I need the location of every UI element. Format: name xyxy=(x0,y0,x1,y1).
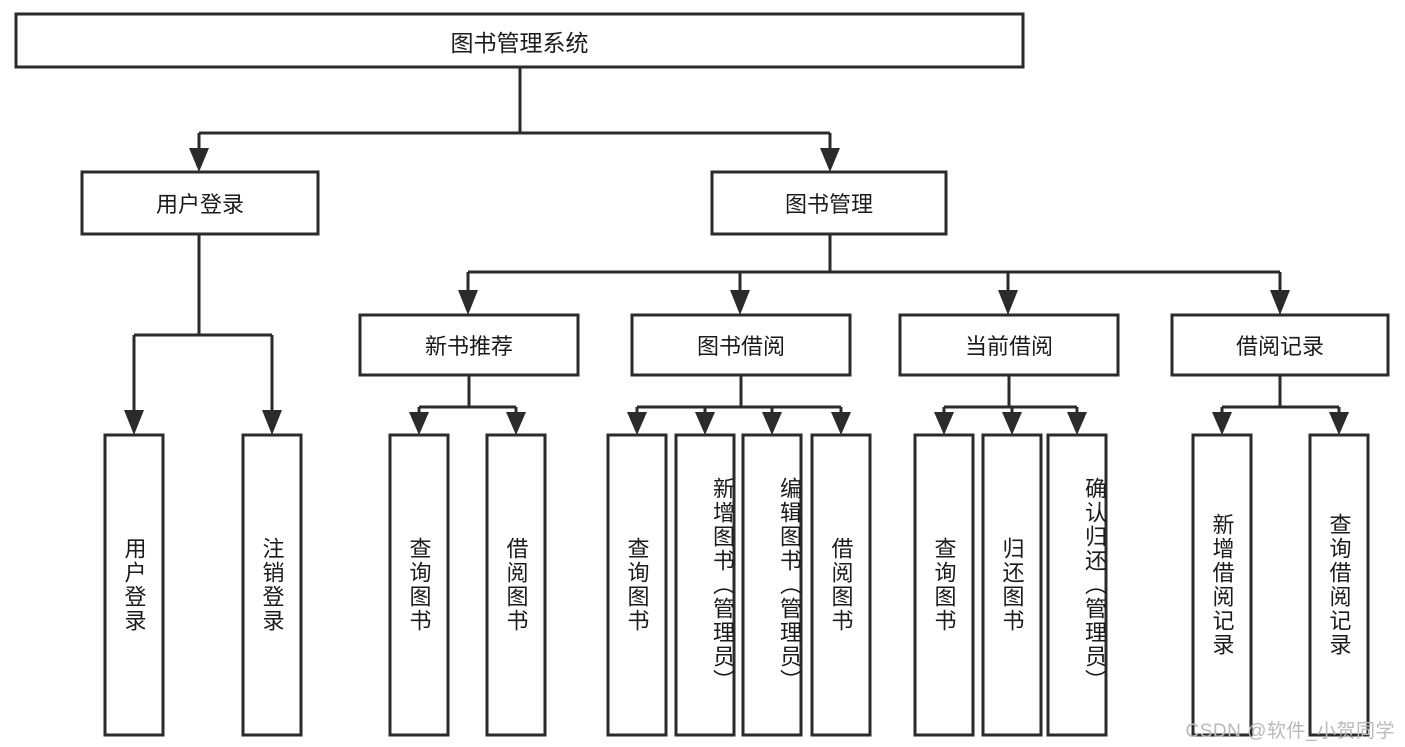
arrowhead-user-login xyxy=(189,148,209,172)
node-current-borrow[interactable] xyxy=(898,313,1120,377)
node-label-current-borrow: 当前借阅 xyxy=(964,334,1053,359)
arrowhead-new-book-recommend xyxy=(458,290,478,315)
arrowhead-borrow-record xyxy=(1270,290,1290,315)
leaf-box-user-login[interactable] xyxy=(103,433,165,737)
leaf-box-bb-query-book[interactable] xyxy=(606,433,668,737)
node-borrow-record[interactable] xyxy=(1170,313,1390,377)
arrowhead-nb-leaf-1 xyxy=(409,412,429,435)
leaf-box-cb-return-book[interactable] xyxy=(981,433,1043,737)
leaf-box-bb-add-book[interactable] xyxy=(674,433,736,737)
leaf-box-nb-query-book[interactable] xyxy=(388,433,450,737)
node-label-borrow-record: 借阅记录 xyxy=(1235,334,1324,359)
leaf-box-cb-query-book[interactable] xyxy=(913,433,975,737)
arrowhead-cb-leaf-1 xyxy=(934,412,954,435)
arrowhead-book-borrow xyxy=(730,290,750,315)
leaf-box-br-add-record[interactable] xyxy=(1191,433,1253,737)
node-label-new-book-recommend: 新书推荐 xyxy=(424,334,513,359)
arrowhead-cb-leaf-2 xyxy=(1002,412,1022,435)
arrowhead-br-leaf-2 xyxy=(1329,412,1349,435)
leaf-box-nb-borrow-book[interactable] xyxy=(485,433,547,737)
node-label-book-borrow: 图书借阅 xyxy=(696,334,785,359)
node-book-management[interactable] xyxy=(710,170,948,236)
leaf-box-logout[interactable] xyxy=(241,433,303,737)
arrowhead-bb-leaf-1 xyxy=(627,412,647,435)
arrowhead-nb-leaf-2 xyxy=(506,412,526,435)
node-new-book-recommend[interactable] xyxy=(358,313,580,377)
node-book-management-system[interactable] xyxy=(14,12,1025,69)
node-label-book-management-system: 图书管理系统 xyxy=(450,29,589,56)
leaf-box-bb-borrow-book[interactable] xyxy=(810,433,872,737)
leaf-box-bb-edit-book[interactable] xyxy=(741,433,803,737)
node-user-login[interactable] xyxy=(80,170,320,236)
node-label-book-management: 图书管理 xyxy=(784,192,873,217)
arrowhead-leaf-logout xyxy=(262,410,282,435)
arrowhead-bb-leaf-3 xyxy=(762,412,782,435)
arrowhead-book-management xyxy=(820,148,840,172)
arrowhead-cb-leaf-3 xyxy=(1067,412,1087,435)
leaf-box-cb-confirm-return[interactable] xyxy=(1046,433,1108,737)
leaf-box-br-query-record[interactable] xyxy=(1308,433,1370,737)
watermark-text: CSDN @软件_小贺同学 xyxy=(1185,721,1395,742)
arrowhead-br-leaf-1 xyxy=(1212,412,1232,435)
node-label-user-login: 用户登录 xyxy=(155,192,244,217)
arrowhead-leaf-user-login xyxy=(124,410,144,435)
arrowhead-bb-leaf-4 xyxy=(831,412,851,435)
arrowhead-bb-leaf-2 xyxy=(695,412,715,435)
arrowhead-current-borrow xyxy=(998,290,1018,315)
